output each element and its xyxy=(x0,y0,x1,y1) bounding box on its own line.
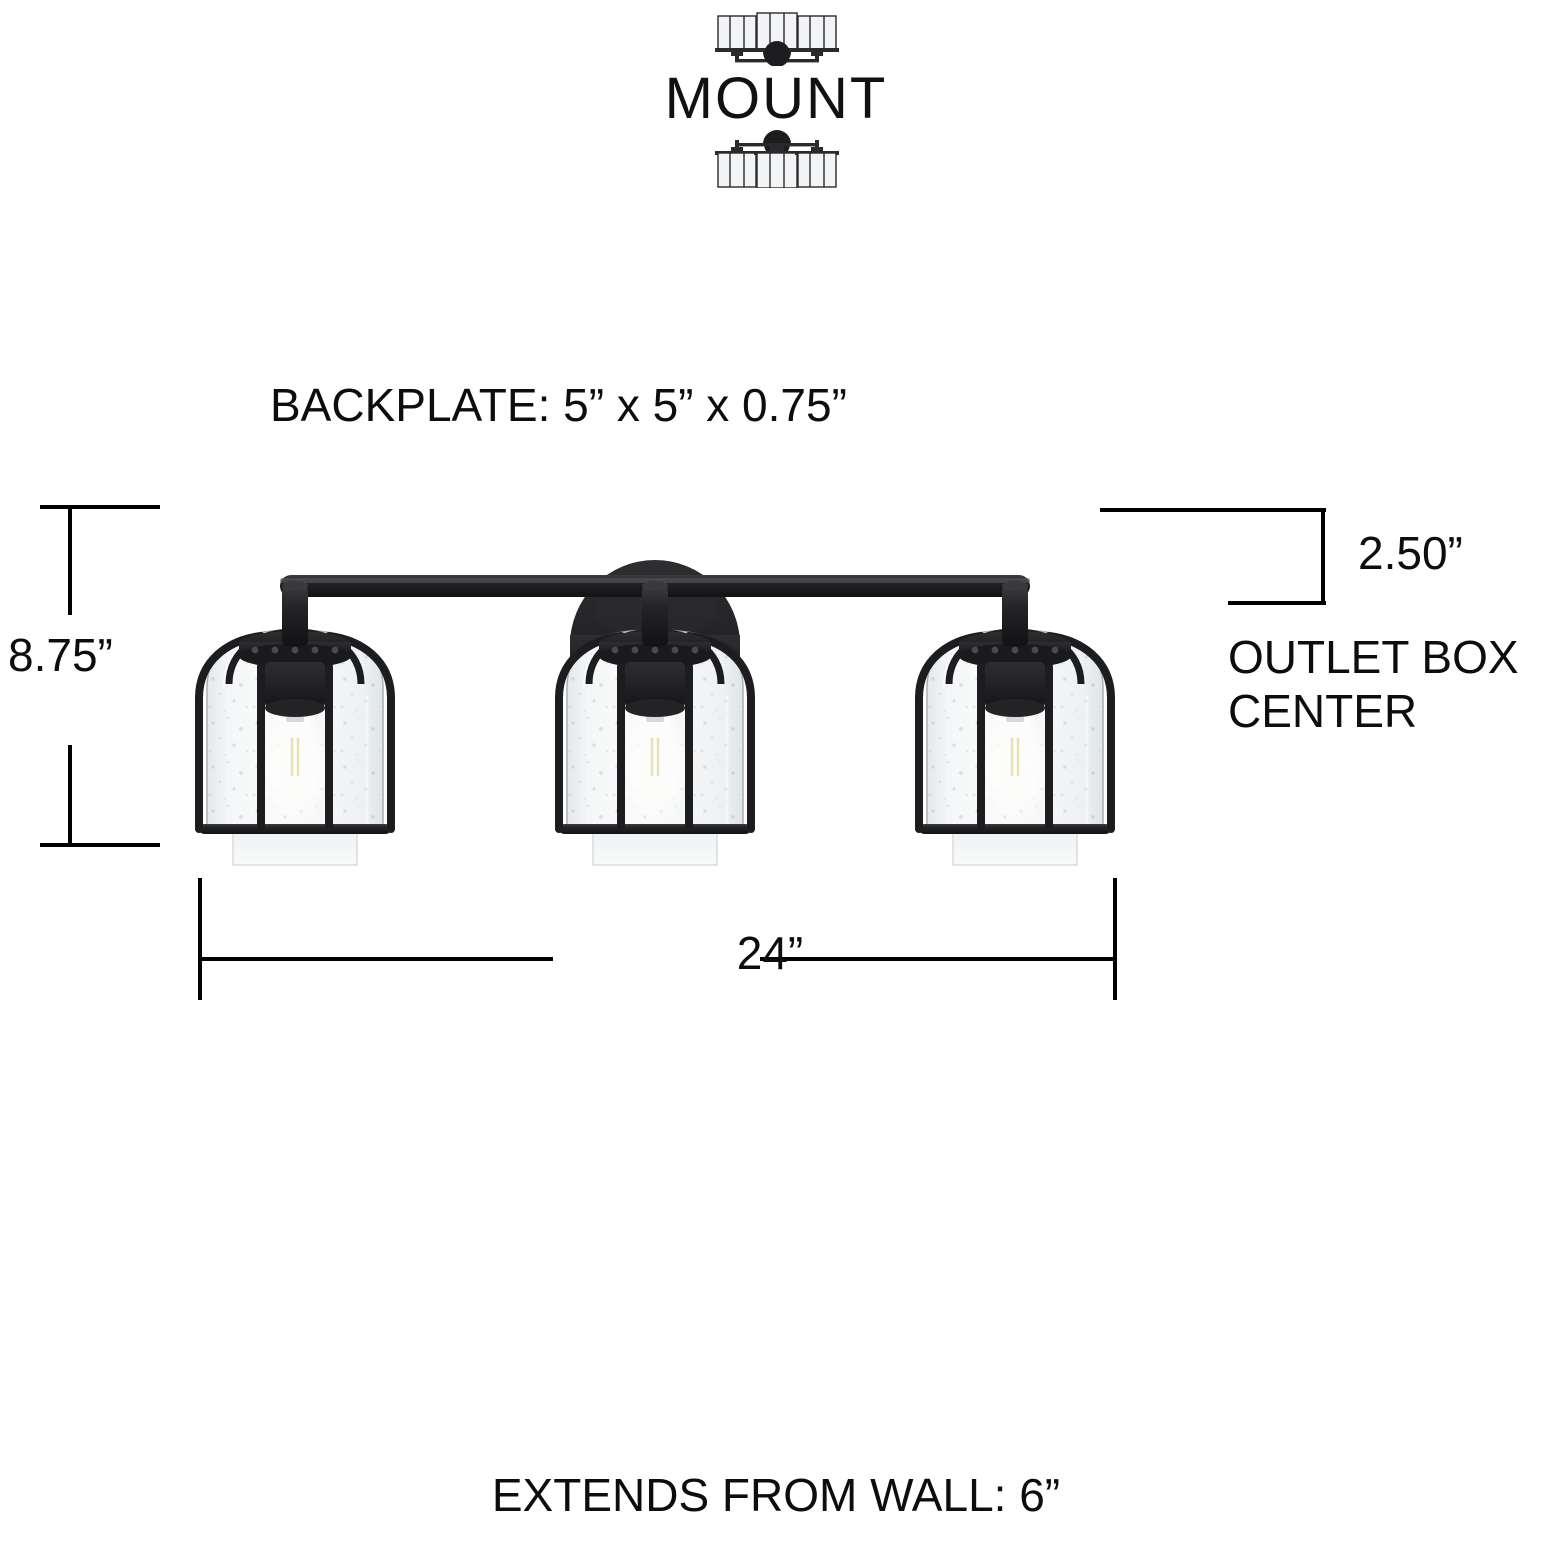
outlet-note-line-2: CENTER xyxy=(1228,685,1418,738)
mount-title: MOUNT xyxy=(664,66,888,131)
fixture-shades-up-icon xyxy=(715,12,839,66)
height-dim-tick-bottom xyxy=(40,843,160,847)
outlet-dim-line-bottom xyxy=(1228,601,1326,605)
height-dim-line-lower xyxy=(68,745,72,845)
width-dim-tick-left xyxy=(198,878,202,1000)
backplate-caption: BACKPLATE: 5” x 5” x 0.75” xyxy=(270,379,847,431)
outlet-note-line-1: OUTLET BOX xyxy=(1228,631,1519,683)
height-dim-tick-top xyxy=(40,505,160,509)
vanity-light-fixture-illustration xyxy=(150,560,1160,875)
shade-left xyxy=(199,581,391,865)
width-dim-label: 24” xyxy=(736,927,804,979)
outlet-dim-connector xyxy=(1321,508,1325,605)
fixture-shades-down-icon xyxy=(715,130,839,188)
width-dim-line-left xyxy=(198,957,553,961)
height-dim-line-upper xyxy=(68,505,72,615)
shade-right xyxy=(919,581,1111,865)
extends-from-wall-caption: EXTENDS FROM WALL: 6” xyxy=(491,1469,1061,1521)
outlet-offset-label: 2.50” xyxy=(1358,527,1463,579)
mount-header: MOUNT xyxy=(0,8,1552,188)
width-dim-line-right xyxy=(760,957,1117,961)
height-dim-label: 8.75” xyxy=(8,629,113,681)
outlet-dim-line-top xyxy=(1100,508,1326,512)
outlet-box-note: OUTLET BOX CENTER xyxy=(1228,630,1519,739)
width-dim-tick-right xyxy=(1113,878,1117,1000)
